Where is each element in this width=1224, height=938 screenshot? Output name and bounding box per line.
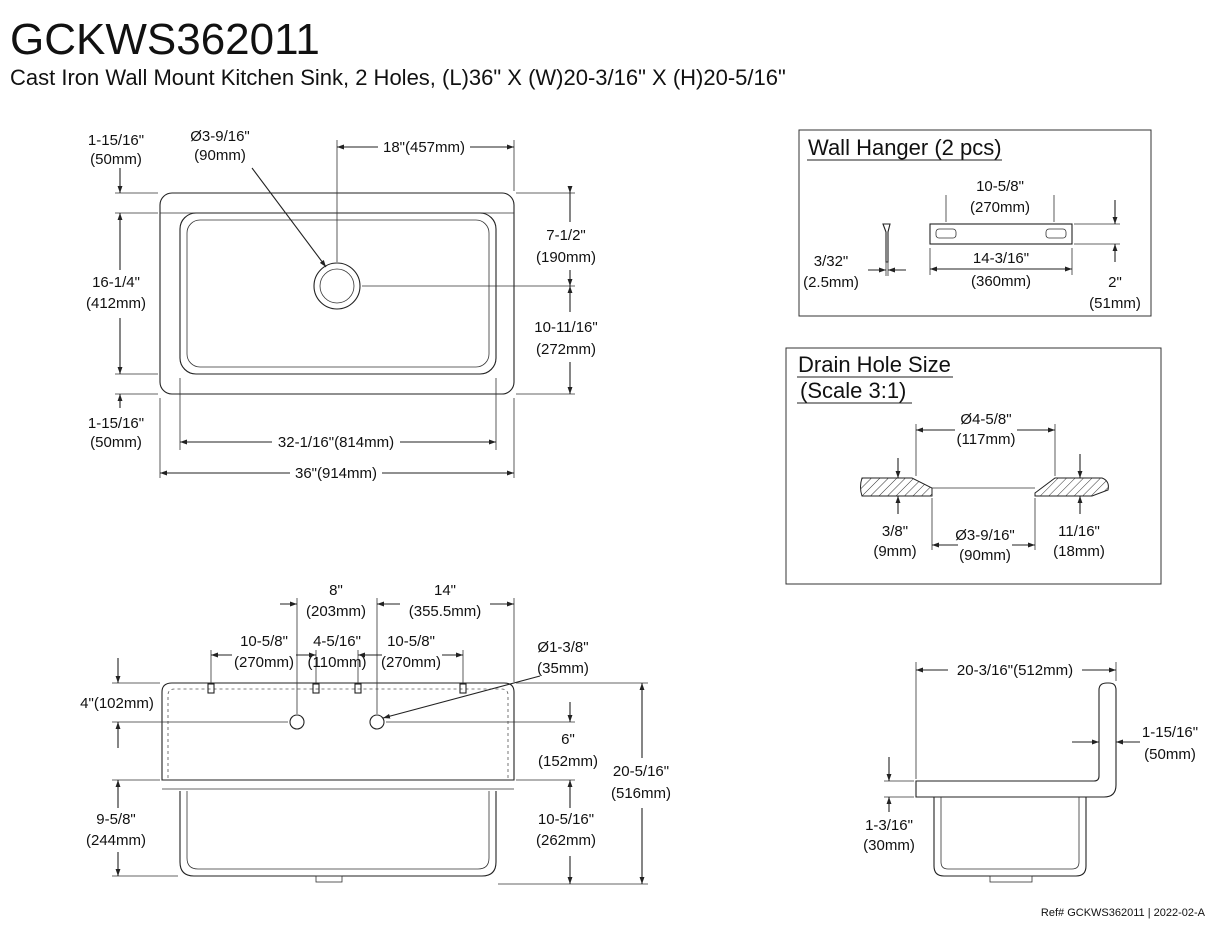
hanger-slot bbox=[207, 683, 215, 694]
dim-label: (412mm) bbox=[86, 295, 146, 312]
hanger-slot bbox=[354, 683, 362, 694]
hanger-slot bbox=[935, 228, 957, 239]
dim-label: 14" bbox=[434, 582, 456, 599]
drain-hole-scale: (Scale 3:1) bbox=[800, 378, 906, 403]
dim-label: 20-3/16"(512mm) bbox=[957, 662, 1073, 679]
dim-label: 10-5/8" bbox=[240, 633, 288, 650]
dim-label: (51mm) bbox=[1089, 295, 1141, 312]
dim-label: (270mm) bbox=[234, 654, 294, 671]
faucet-hole-right bbox=[369, 714, 385, 730]
side-bowl bbox=[933, 797, 1087, 877]
dim-label: Ø4-5/8" bbox=[960, 411, 1011, 428]
side-view: 20-3/16"(512mm) 1-15/16" (50mm) 1-3/16" … bbox=[863, 662, 1198, 883]
dim-label: 4"(102mm) bbox=[80, 695, 154, 712]
dim-label: 1-15/16" bbox=[88, 132, 144, 149]
dim-label: (270mm) bbox=[381, 654, 441, 671]
dim-label: 10-11/16" bbox=[534, 319, 597, 336]
dim-label: (262mm) bbox=[536, 832, 596, 849]
dim-label: 11/16" bbox=[1058, 523, 1100, 540]
dim-label: (9mm) bbox=[873, 543, 916, 560]
section-right bbox=[1034, 477, 1109, 497]
front-view: 8" (203mm) 14" (355.5mm) 10-5/8" (270mm)… bbox=[80, 582, 671, 885]
dim-label: (18mm) bbox=[1053, 543, 1105, 560]
dim-label: (50mm) bbox=[1144, 746, 1196, 763]
panel-frame bbox=[785, 347, 1162, 585]
dim-label: Ø3-9/16" bbox=[190, 128, 250, 145]
wall-hanger-title: Wall Hanger (2 pcs) bbox=[808, 135, 1002, 160]
dim-label: 6" bbox=[561, 731, 575, 748]
dim-label: (50mm) bbox=[90, 151, 142, 168]
dim-label: (360mm) bbox=[971, 273, 1031, 290]
drain-hole-panel: Drain Hole Size (Scale 3:1) Ø4-5/8" (117… bbox=[785, 347, 1162, 585]
section-left bbox=[860, 477, 933, 497]
bowl-inner-front bbox=[186, 791, 490, 870]
dim-label: 18"(457mm) bbox=[383, 139, 465, 156]
dim-label: 8" bbox=[329, 582, 343, 599]
dim-label: 7-1/2" bbox=[546, 227, 586, 244]
wall-hanger-panel: Wall Hanger (2 pcs) 10-5/8" (270mm) 3/32… bbox=[798, 129, 1152, 317]
drain-outer bbox=[313, 262, 361, 310]
hanger-slot bbox=[1045, 228, 1067, 239]
dim-label: (272mm) bbox=[536, 341, 596, 358]
dim-label: 20-5/16" bbox=[613, 763, 669, 780]
dim-label: (90mm) bbox=[959, 547, 1011, 564]
panel-frame bbox=[798, 129, 1152, 317]
dim-label: 36"(914mm) bbox=[295, 465, 377, 482]
dim-label: (516mm) bbox=[611, 785, 671, 802]
dim-label: (244mm) bbox=[86, 832, 146, 849]
dim-label: Ø3-9/16" bbox=[955, 527, 1015, 544]
dim-label: 1-3/16" bbox=[865, 817, 913, 834]
dim-label: (35mm) bbox=[537, 660, 589, 677]
dim-label: Ø1-3/8" bbox=[537, 639, 588, 656]
dim-label: (203mm) bbox=[306, 603, 366, 620]
hanger-slot bbox=[459, 683, 467, 694]
hanger-slot bbox=[312, 683, 320, 694]
backsplash-face bbox=[161, 682, 515, 781]
dim-label: 4-5/16" bbox=[313, 633, 361, 650]
hanger-plate bbox=[929, 223, 1073, 245]
dim-label: 10-5/16" bbox=[538, 811, 594, 828]
bowl-inner bbox=[186, 219, 490, 368]
dim-label: (110mm) bbox=[308, 654, 367, 671]
dim-label: 32-1/16"(814mm) bbox=[278, 434, 394, 451]
leader-line bbox=[382, 675, 541, 719]
dim-label: 14-3/16" bbox=[973, 250, 1029, 267]
side-bowl-inner bbox=[940, 797, 1080, 870]
leader-line bbox=[251, 167, 327, 268]
dim-label: (270mm) bbox=[970, 199, 1030, 216]
bowl-front bbox=[179, 791, 497, 877]
dim-label: (190mm) bbox=[536, 249, 596, 266]
dim-label: (90mm) bbox=[194, 147, 246, 164]
dim-label: (152mm) bbox=[538, 753, 598, 770]
dim-label: 10-5/8" bbox=[976, 178, 1024, 195]
dim-label: (117mm) bbox=[957, 431, 1016, 448]
dim-label: 10-5/8" bbox=[387, 633, 435, 650]
hanger-profile bbox=[882, 223, 891, 263]
top-view: 1-15/16" (50mm) Ø3-9/16" (90mm) 18"(457m… bbox=[86, 128, 598, 482]
dim-label: 2" bbox=[1108, 274, 1122, 291]
dim-label: 3/8" bbox=[882, 523, 908, 540]
side-profile bbox=[915, 682, 1117, 798]
dim-label: (2.5mm) bbox=[803, 274, 859, 291]
reference-number: Ref# GCKWS362011 | 2022-02-A bbox=[1041, 907, 1206, 919]
model-number: GCKWS362011 bbox=[10, 15, 320, 64]
hidden-line bbox=[167, 688, 509, 778]
dim-label: (355.5mm) bbox=[409, 603, 482, 620]
drain-inner bbox=[319, 268, 355, 304]
bowl-outer bbox=[179, 212, 497, 375]
dim-label: 1-15/16" bbox=[1142, 724, 1198, 741]
drain-stub bbox=[315, 875, 343, 883]
dim-label: 3/32" bbox=[814, 253, 849, 270]
dim-label: 16-1/4" bbox=[92, 274, 140, 291]
dim-label: 9-5/8" bbox=[96, 811, 136, 828]
product-subtitle: Cast Iron Wall Mount Kitchen Sink, 2 Hol… bbox=[10, 65, 786, 90]
dim-label: (30mm) bbox=[863, 837, 915, 854]
drain-hole-title: Drain Hole Size bbox=[798, 352, 951, 377]
dim-label: (50mm) bbox=[90, 434, 142, 451]
side-drain-stub bbox=[989, 875, 1033, 883]
dim-label: 1-15/16" bbox=[88, 415, 144, 432]
faucet-hole-left bbox=[289, 714, 305, 730]
